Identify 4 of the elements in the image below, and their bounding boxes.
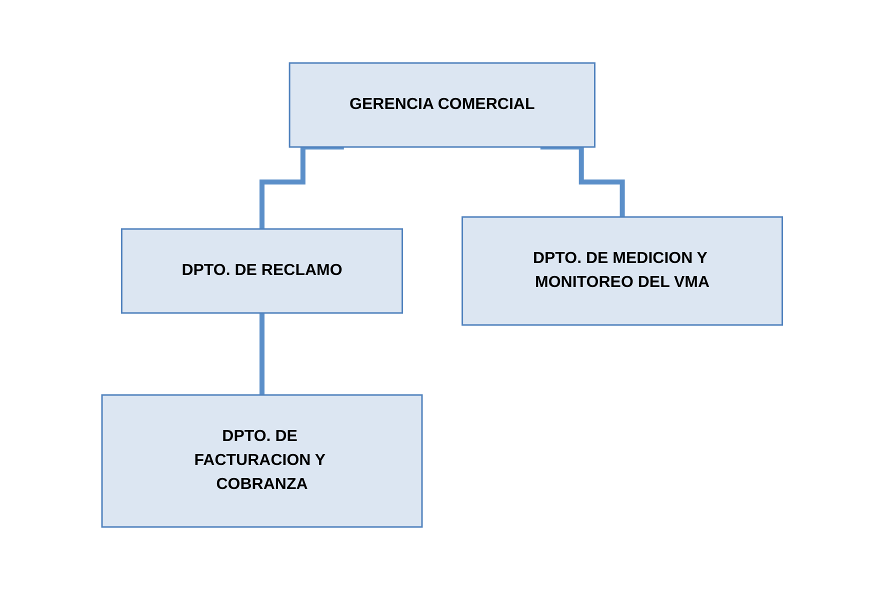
node-box: DPTO. DE MEDICION Y MONITOREO DEL VMA [461,216,783,326]
node-box: DPTO. DE RECLAMO [120,228,403,314]
node-box: DPTO. DE FACTURACION Y COBRANZA [101,394,423,528]
node-box: GERENCIA COMERCIAL [288,62,596,148]
